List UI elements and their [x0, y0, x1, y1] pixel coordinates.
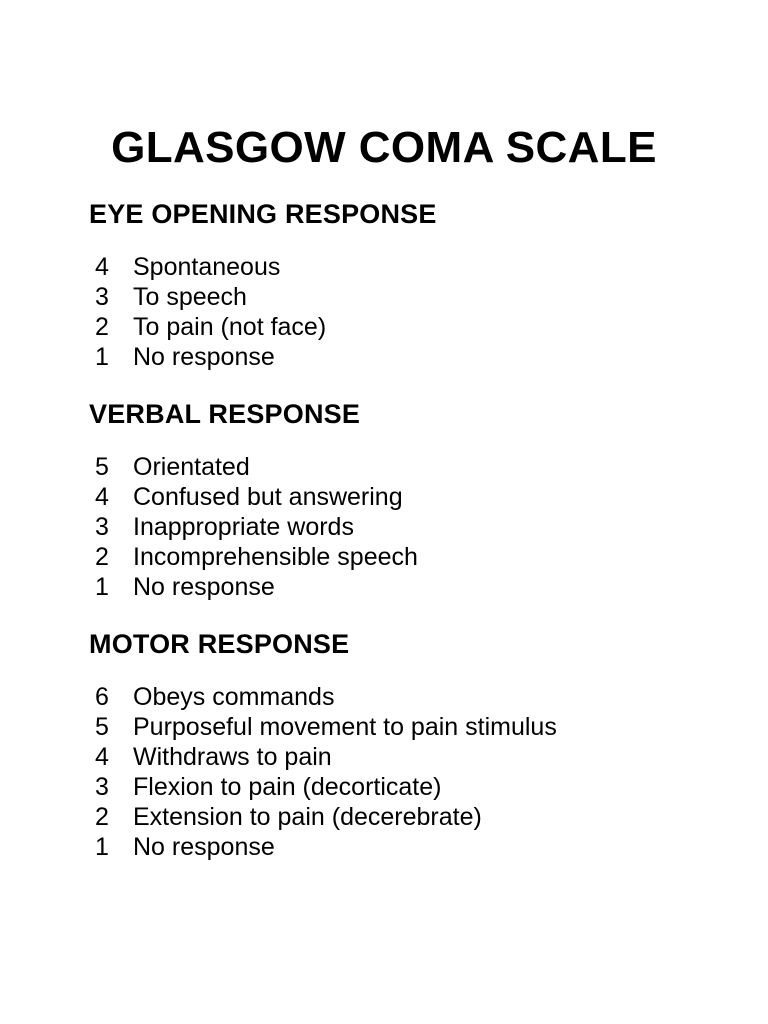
- option-label: Purposeful movement to pain stimulus: [133, 713, 557, 741]
- score-option-row: 1 No response: [95, 342, 709, 372]
- page-title: GLASGOW COMA SCALE: [111, 123, 657, 173]
- score-option-row: 2 Extension to pain (decerebrate): [95, 802, 709, 832]
- score-option-row: 3 Flexion to pain (decorticate): [95, 772, 709, 802]
- option-score: 4: [95, 483, 109, 511]
- option-score: 1: [95, 833, 109, 861]
- option-label: Orientated: [133, 453, 250, 481]
- option-label: No response: [133, 833, 275, 861]
- option-label: Obeys commands: [133, 683, 335, 711]
- score-option-row: 6 Obeys commands: [95, 682, 709, 712]
- option-score: 3: [95, 513, 109, 541]
- option-label: To pain (not face): [133, 313, 327, 341]
- score-option-row: 5 Orientated: [95, 452, 709, 482]
- option-score: 3: [95, 773, 109, 801]
- option-score: 5: [95, 713, 109, 741]
- score-option-row: 2 To pain (not face): [95, 312, 709, 342]
- score-option-row: 5 Purposeful movement to pain stimulus: [95, 712, 709, 742]
- option-score: 2: [95, 803, 109, 831]
- option-label: Withdraws to pain: [133, 743, 332, 771]
- score-option-row: 1 No response: [95, 832, 709, 862]
- score-option-row: 3 To speech: [95, 282, 709, 312]
- option-label: Flexion to pain (decorticate): [133, 773, 442, 801]
- option-score: 1: [95, 573, 109, 601]
- option-score: 4: [95, 253, 109, 281]
- option-label: Confused but answering: [133, 483, 403, 511]
- response-section: MOTOR RESPONSE 6 Obeys commands 5 Purposeful…: [89, 628, 709, 862]
- section-heading: VERBAL RESPONSE: [89, 399, 361, 429]
- option-label: No response: [133, 573, 275, 601]
- option-score: 1: [95, 343, 109, 371]
- option-label: To speech: [133, 283, 247, 311]
- option-label: Extension to pain (decerebrate): [133, 803, 482, 831]
- score-option-list: 5 Orientated 4 Confused but answering 3 Inapp…: [89, 452, 709, 602]
- option-score: 3: [95, 283, 109, 311]
- option-score: 2: [95, 313, 109, 341]
- score-option-row: 4 Confused but answering: [95, 482, 709, 512]
- score-option-row: 3 Inappropriate words: [95, 512, 709, 542]
- option-score: 5: [95, 453, 109, 481]
- option-label: No response: [133, 343, 275, 371]
- score-option-row: 1 No response: [95, 572, 709, 602]
- score-option-row: 4 Spontaneous: [95, 252, 709, 282]
- response-section: EYE OPENING RESPONSE 4 Spontaneous 3 To spee…: [89, 198, 709, 372]
- option-label: Inappropriate words: [133, 513, 354, 541]
- option-score: 4: [95, 743, 109, 771]
- option-label: Spontaneous: [133, 253, 281, 281]
- response-section: VERBAL RESPONSE 5 Orientated 4 Confused but …: [89, 398, 709, 602]
- score-option-row: 2 Incomprehensible speech: [95, 542, 709, 572]
- section-heading: MOTOR RESPONSE: [89, 629, 350, 659]
- score-option-row: 4 Withdraws to pain: [95, 742, 709, 772]
- option-score: 2: [95, 543, 109, 571]
- option-score: 6: [95, 683, 109, 711]
- section-heading: EYE OPENING RESPONSE: [89, 199, 437, 229]
- score-option-list: 4 Spontaneous 3 To speech 2 To pain (not face…: [89, 252, 709, 372]
- score-option-list: 6 Obeys commands 5 Purposeful movement to p…: [89, 682, 709, 862]
- scale-sections: EYE OPENING RESPONSE 4 Spontaneous 3 To spee…: [89, 198, 709, 862]
- option-label: Incomprehensible speech: [133, 543, 418, 571]
